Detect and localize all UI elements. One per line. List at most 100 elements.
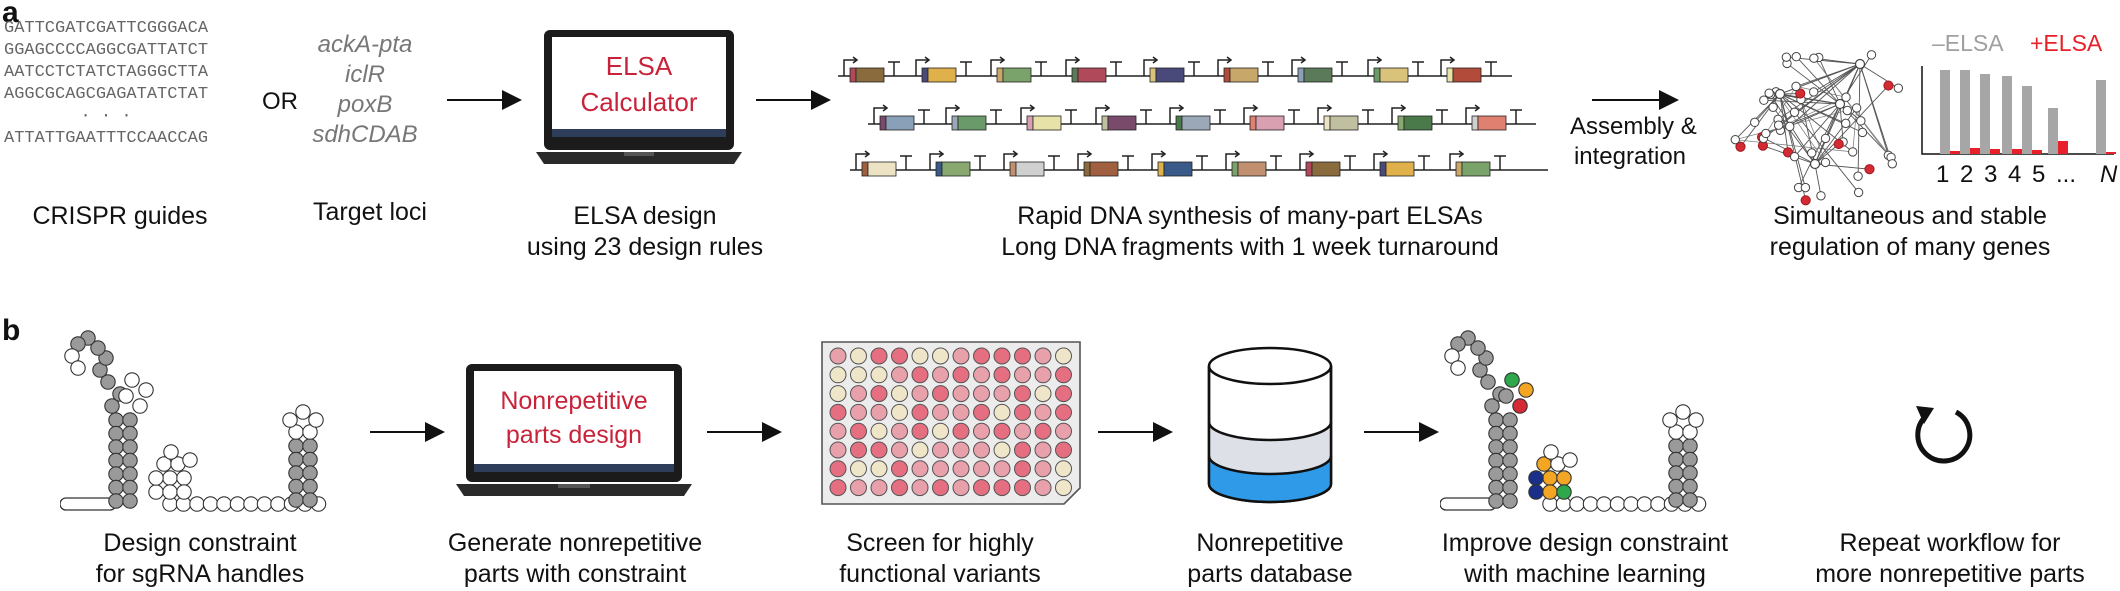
stem-nucleotide (1488, 479, 1504, 496)
gene-node (1759, 95, 1769, 105)
loop-nucleotide (295, 404, 311, 420)
terminator-glyph (1362, 109, 1374, 124)
plate-well (891, 403, 908, 421)
bar-category-label: 5 (2032, 161, 2045, 188)
promoter-glyph (1291, 59, 1304, 76)
linker-nucleotide (270, 496, 286, 512)
plate-well (1034, 460, 1052, 478)
hub-node (1809, 158, 1821, 170)
caption-line: ELSA design (573, 202, 717, 230)
gene-node (1768, 102, 1778, 112)
plate-well (993, 479, 1011, 497)
plate-well (911, 385, 929, 403)
plate-well (952, 441, 970, 459)
bulge-nucleotide (118, 388, 134, 404)
promoter-arrowhead (1029, 104, 1036, 112)
plate-well (932, 366, 949, 384)
ribosome-site (1397, 115, 1405, 131)
hub-node (1854, 58, 1866, 70)
elsa-dna-tracks (838, 56, 1548, 177)
stem-nucleotide (122, 412, 138, 428)
gene-node (1893, 83, 1904, 93)
plate-well (870, 347, 888, 365)
promoter-arrowhead (1308, 150, 1315, 158)
terminator-glyph (900, 155, 912, 170)
plate-well (973, 422, 990, 440)
promoter-glyph (1077, 153, 1090, 170)
caption-dna-synthesis: Rapid DNA synthesis of many-part ELSAs L… (940, 201, 1560, 263)
plate-well (1034, 403, 1052, 421)
gene-node (1857, 127, 1868, 138)
promoter-arrowhead (1160, 150, 1167, 158)
promoter-glyph (1151, 153, 1164, 170)
plate-well (993, 441, 1011, 459)
plate-well (973, 460, 990, 478)
screen-title: parts design (505, 421, 643, 449)
terminator-glyph (1035, 61, 1047, 76)
guide-line: AATCCTCTATCTAGGGCTTA (4, 63, 209, 82)
promoter-arrowhead (924, 56, 931, 64)
mid-hairpin-nucleotide (163, 444, 179, 460)
gene-node (1841, 92, 1851, 102)
gene-part (957, 115, 987, 131)
gene-part (1477, 115, 1507, 131)
plate-well (1034, 422, 1052, 440)
promoter-glyph (1367, 59, 1380, 76)
ribosome-site (1373, 67, 1381, 83)
network-edge (1794, 103, 1841, 157)
loop-nucleotide (98, 350, 114, 366)
promoter-arrowhead (1178, 104, 1185, 112)
ribosome-site (1305, 161, 1313, 177)
plate-well (952, 422, 970, 440)
stem-nucleotide (1488, 412, 1504, 428)
stem-nucleotide (1682, 451, 1698, 468)
stem-nucleotide (288, 451, 304, 468)
network-edge (1852, 107, 1858, 152)
stem-nucleotide (288, 478, 304, 495)
gene-node (1809, 87, 1819, 97)
gene-part (1403, 115, 1433, 131)
screen-title: Nonrepetitive (500, 387, 648, 415)
terminator-glyph (1048, 155, 1060, 170)
plate-well (993, 422, 1011, 440)
terminator-glyph (1262, 61, 1274, 76)
laptop-illustration (536, 30, 742, 164)
promoter-arrowhead (999, 56, 1006, 64)
caption-line: Generate nonrepetitive (447, 529, 703, 557)
stem-nucleotide (1682, 465, 1698, 481)
gene-part (855, 67, 885, 83)
plate-well (973, 347, 990, 365)
stem-nucleotide (302, 492, 318, 508)
screen-title: Calculator (580, 87, 698, 117)
assembly-text: Assembly & (1570, 113, 1697, 140)
network-edge (1775, 91, 1826, 163)
stem-nucleotide (122, 439, 138, 455)
ribosome-site (1101, 115, 1109, 131)
plus-elsa-bar (1950, 151, 1960, 154)
plate-well (891, 441, 908, 459)
bulge-nucleotide (138, 382, 154, 398)
gene-part (1002, 67, 1032, 83)
linker-nucleotide (1582, 496, 1599, 512)
mid-hairpin-nucleotide (1562, 452, 1578, 468)
rna-handle-bar (1440, 497, 1497, 511)
promoter-arrowhead (1252, 104, 1259, 112)
caption-improve-constraint: Improve design constraint with machine l… (1420, 528, 1750, 590)
gene-node (1853, 171, 1863, 181)
plus-elsa-bar (2012, 149, 2022, 154)
promoter-arrowhead (1086, 150, 1093, 158)
guide-line: ATTATTGAATTTCCAACCAG (4, 129, 209, 148)
network-edge (1859, 63, 1893, 164)
guide-line: GATTCGATCGATTCGGGACA (4, 19, 209, 38)
plate-well (1055, 403, 1072, 421)
promoter-glyph (873, 107, 886, 124)
rna-handle-bar (60, 497, 117, 511)
plate-well (1034, 479, 1052, 497)
ribosome-site (1157, 161, 1165, 177)
plate-well (1034, 347, 1052, 365)
gene-part (1329, 115, 1359, 131)
stem-nucleotide (122, 452, 138, 469)
caption-parts-database: Nonrepetitive parts database (1140, 528, 1400, 590)
gene-node (1807, 148, 1817, 158)
plate-well (973, 366, 990, 384)
